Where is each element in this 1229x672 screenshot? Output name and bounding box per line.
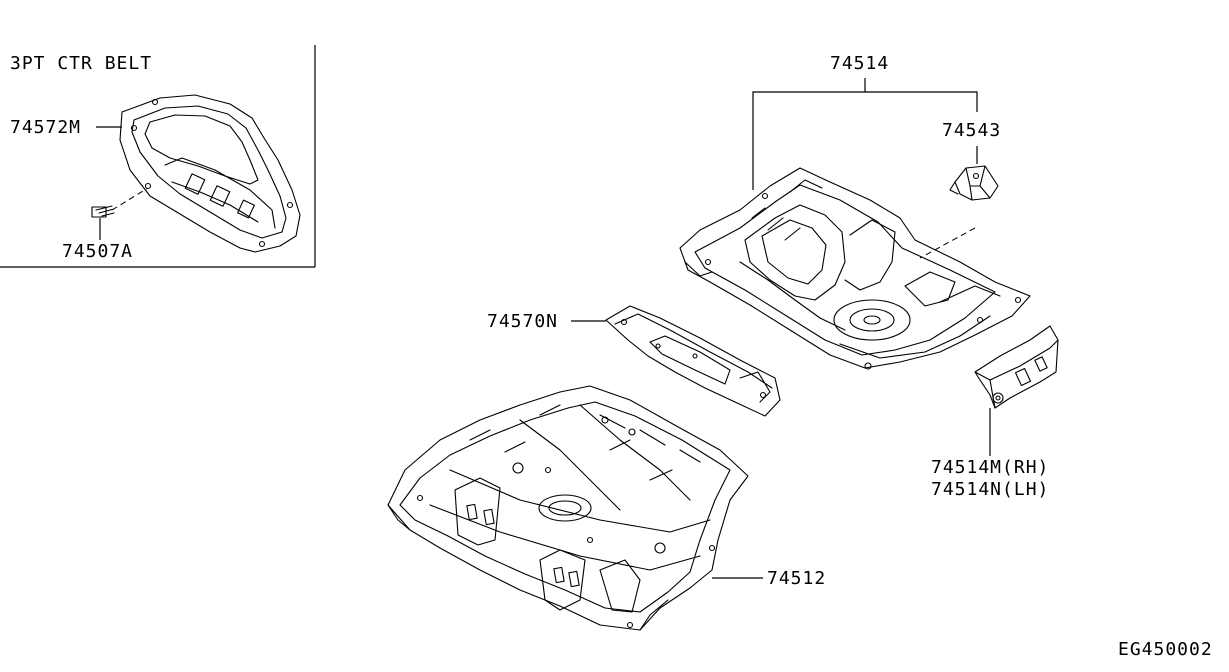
part-74512-front-floor	[387, 385, 749, 631]
part-74514-rear-floor	[679, 167, 1031, 370]
part-74514m-side-member	[974, 325, 1059, 409]
part-74543-bracket	[949, 165, 999, 201]
label-74572m: 74572M	[10, 117, 82, 138]
label-74507a: 74507A	[62, 241, 134, 262]
part-74507a-bolt	[91, 205, 115, 218]
inset-title: 3PT CTR BELT	[10, 53, 153, 74]
part-74570n-crossmember	[605, 305, 781, 417]
part-74572m-belt-panel	[119, 94, 301, 253]
leader-74514	[752, 91, 978, 190]
bracket-dashed-line	[919, 227, 976, 259]
diagram-code: EG450002	[1118, 639, 1213, 660]
bolt-dashed-line	[111, 187, 149, 211]
label-74514m-rh: 74514M(RH)	[931, 457, 1050, 478]
label-74514: 74514	[830, 53, 890, 74]
label-74512: 74512	[767, 568, 827, 589]
label-74514n-lh: 74514N(LH)	[931, 479, 1050, 500]
label-74570n: 74570N	[487, 311, 559, 332]
inset-frame	[0, 45, 316, 268]
label-74543: 74543	[942, 120, 1002, 141]
